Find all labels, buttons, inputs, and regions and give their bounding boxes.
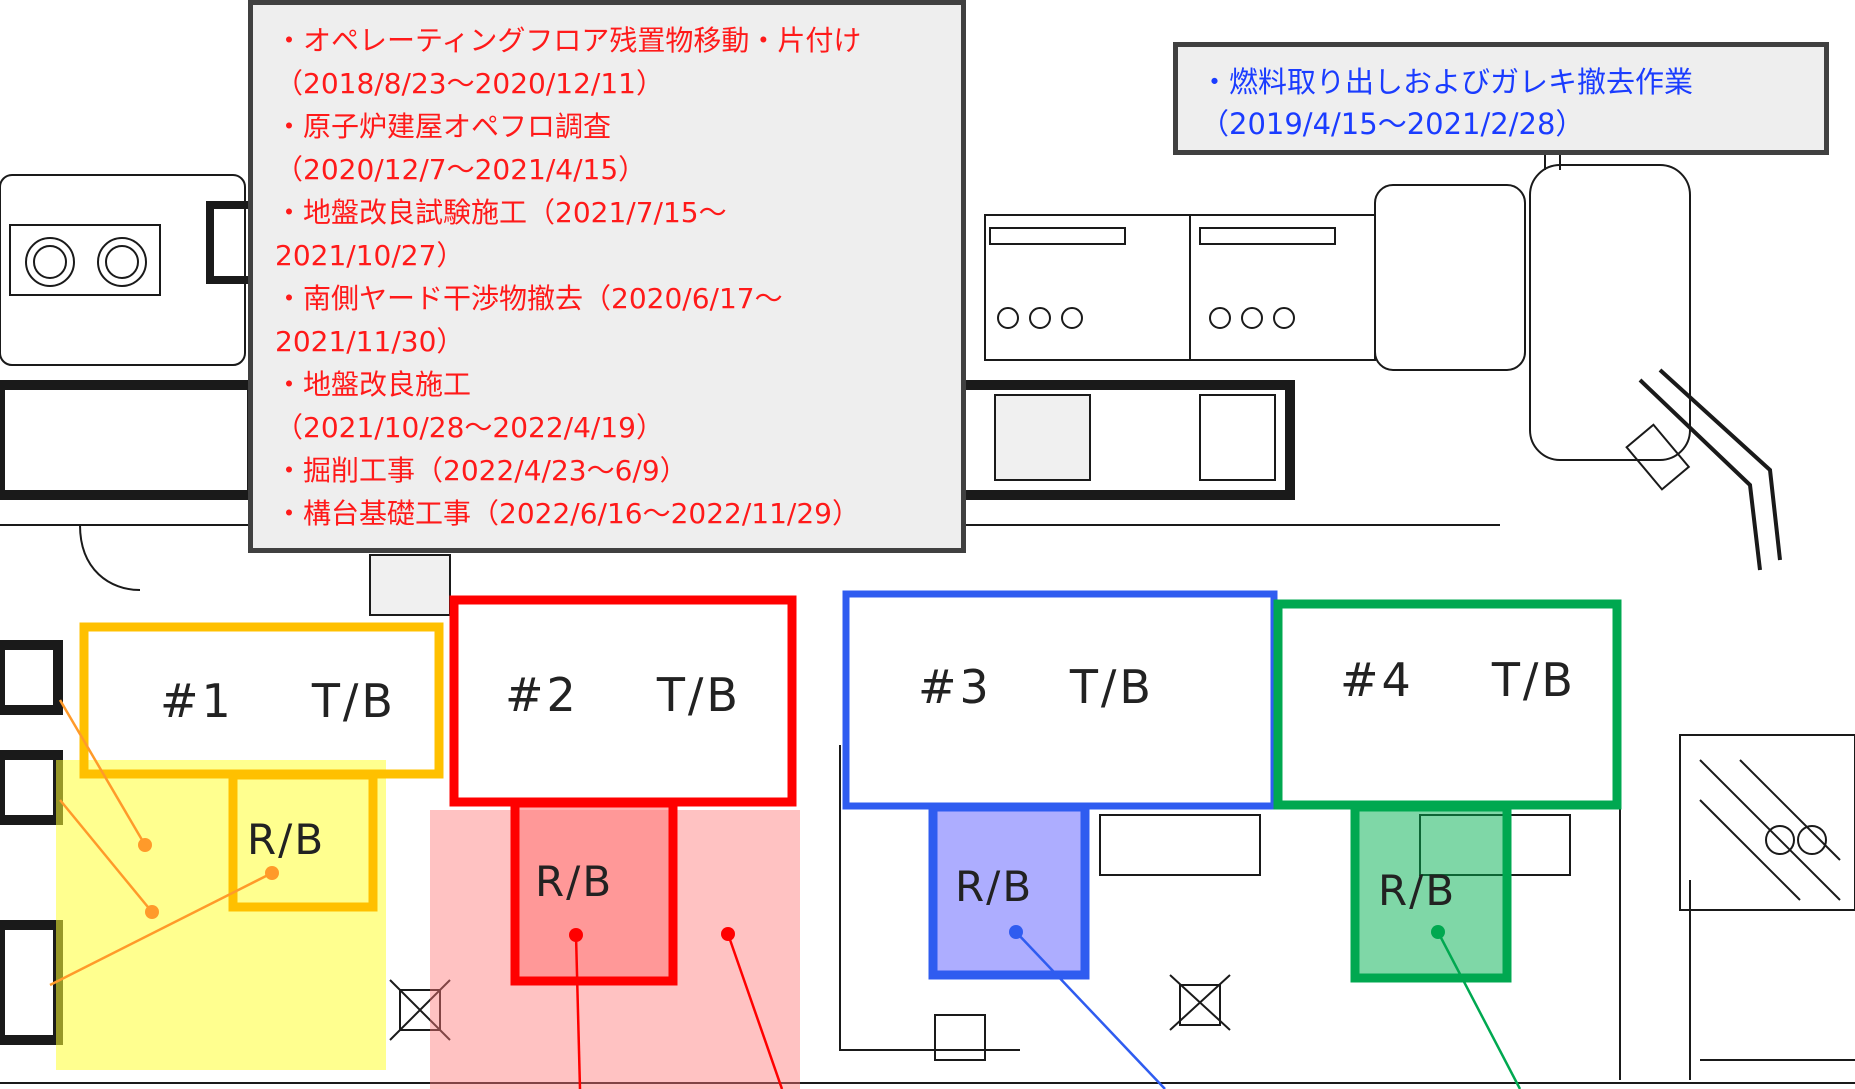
dot-unit2-rb <box>569 928 583 942</box>
leader-unit1-c <box>49 871 273 987</box>
callout-left-line: （2021/10/28～2022/4/19） <box>275 411 664 444</box>
callout-left-line: ・掘削工事（2022/4/23～6/9） <box>275 454 688 487</box>
callout-right-line: ・燃料取り出しおよびガレキ撤去作業 <box>1200 65 1694 99</box>
dot-unit4-rb <box>1431 925 1445 939</box>
dot-unit1-b <box>145 905 159 919</box>
unit3-rb-label: R/B <box>955 862 1034 911</box>
unit3-tb-number: #3 <box>918 660 992 714</box>
unit3-rb-box <box>928 802 1090 980</box>
dot-unit1-a <box>138 838 152 852</box>
unit2-tb-suffix: T/B <box>656 668 741 722</box>
plant-background-lines <box>0 95 1855 1084</box>
unit1-rb-label: R/B <box>247 815 326 864</box>
callout-left-line: ・地盤改良施工 <box>275 368 472 401</box>
unit1-tb-suffix: T/B <box>311 674 396 728</box>
unit2-work-area-rb <box>515 805 675 985</box>
unit4-tb-suffix: T/B <box>1491 653 1576 707</box>
unit3-work-history-callout: ・燃料取り出しおよびガレキ撤去作業 （2019/4/15～2021/2/28） <box>1173 42 1829 155</box>
leader-unit3-rb <box>1015 931 1166 1089</box>
unit4-rb-box <box>1350 802 1512 983</box>
unit2-tb-number: #2 <box>505 668 579 722</box>
leader-unit2-rb <box>574 934 582 1089</box>
dot-unit2-south <box>721 927 735 941</box>
unit4-tb-number: #4 <box>1340 653 1414 707</box>
callout-left-line: （2020/12/7～2021/4/15） <box>275 153 647 186</box>
unit4-rb-label: R/B <box>1378 866 1457 915</box>
dot-unit3-rb <box>1009 925 1023 939</box>
unit4-rb-fill <box>1355 807 1505 977</box>
callout-left-line: ・南側ヤード干渉物撤去（2020/6/17～ <box>275 282 783 315</box>
unit2-rb-label: R/B <box>535 857 614 906</box>
leader-unit1-b <box>59 799 153 913</box>
unit1-rb-box <box>228 770 378 912</box>
callout-left-line: ・原子炉建屋オペフロ調査 <box>275 110 612 143</box>
unit1-tb-label: #1 T/B <box>160 674 396 728</box>
callout-left-line: 2021/11/30） <box>275 325 465 358</box>
leader-unit4-rb <box>1436 931 1522 1089</box>
unit3-tb-suffix: T/B <box>1069 660 1154 714</box>
callout-left-line: 2021/10/27） <box>275 239 465 272</box>
unit1-tb-number: #1 <box>160 674 234 728</box>
unit3-tb-label: #3 T/B <box>918 660 1154 714</box>
unit4-tb-label: #4 T/B <box>1340 653 1576 707</box>
callout-left-line: ・構台基礎工事（2022/6/16～2022/11/29） <box>275 497 860 530</box>
unit3-rb-fill <box>935 807 1085 972</box>
unit2-rb-box <box>510 798 678 986</box>
leader-unit2-south <box>726 933 784 1089</box>
unit1-work-area <box>56 760 386 1070</box>
callout-left-line: ・地盤改良試験施工（2021/7/15～ <box>275 196 727 229</box>
unit2-work-area-south <box>430 810 800 1089</box>
callout-right-line: （2019/4/15～2021/2/28） <box>1200 107 1585 141</box>
callout-left-line: ・オペレーティングフロア残置物移動・片付け <box>275 24 862 57</box>
unit2-tb-label: #2 T/B <box>505 668 741 722</box>
dot-unit1-c <box>265 866 279 880</box>
leader-unit1-a <box>58 699 147 846</box>
unit2-work-history-callout: ・オペレーティングフロア残置物移動・片付け （2018/8/23～2020/12… <box>248 0 966 553</box>
callout-left-line: （2018/8/23～2020/12/11） <box>275 67 664 100</box>
